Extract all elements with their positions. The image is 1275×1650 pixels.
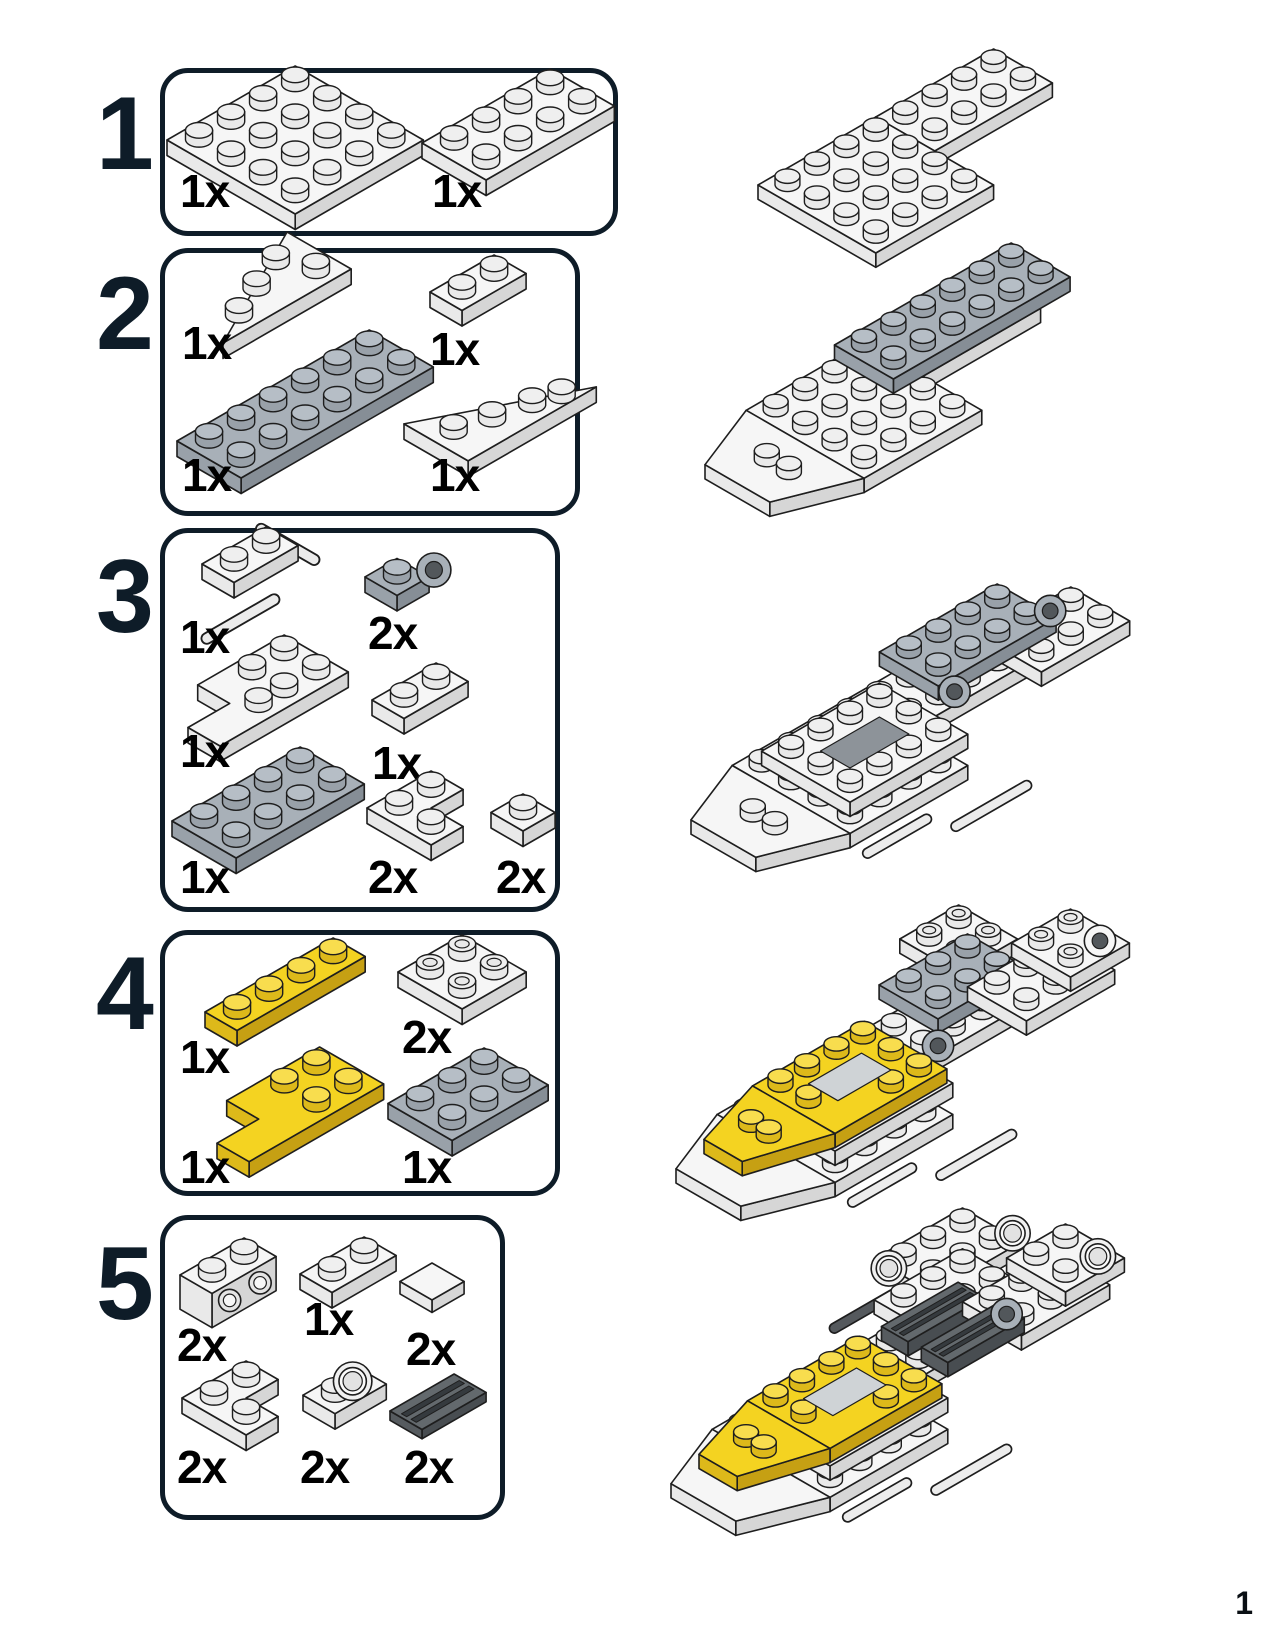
plate-2x4-gray <box>171 745 365 875</box>
plate-1x2-white <box>299 1235 397 1309</box>
quantity-label: 1x <box>402 1141 452 1193</box>
quantity-label: 1x <box>432 165 482 217</box>
quantity-label: 2x <box>404 1441 454 1493</box>
quantity-label: 2x <box>177 1319 227 1371</box>
wedge-plate-4x2-left <box>222 230 352 360</box>
quantity-label: 1x <box>182 449 232 501</box>
quantity-label: 1x <box>180 1031 230 1083</box>
plate-1x4-yellow <box>204 937 366 1047</box>
plate-2x6-gray <box>176 329 434 495</box>
plate-1x2-white <box>429 253 527 327</box>
step-number: 2 <box>96 256 154 372</box>
quantity-label: 1x <box>180 165 230 217</box>
plate-1x1-with-clip-ring <box>364 552 452 612</box>
plate-1x2-with-bar-handles <box>200 523 321 646</box>
assembly-step-2 <box>704 242 1072 518</box>
corner-plate-2x2 <box>366 770 464 862</box>
plate-1x1-white <box>490 792 556 848</box>
grille-tile-1x2-dark <box>389 1372 487 1440</box>
step-number: 4 <box>96 936 154 1052</box>
wedge-plate-4x2-right <box>403 378 597 478</box>
quantity-label: 1x <box>180 1141 230 1193</box>
plate-2x2-hollow-studs <box>397 934 527 1026</box>
quantity-label: 1x <box>430 449 480 501</box>
assembly-step-5 <box>670 1207 1126 1537</box>
step-number: 3 <box>96 539 154 655</box>
corner-plate-2x2 <box>181 1360 279 1452</box>
quantity-label: 1x <box>180 851 230 903</box>
plate-1x1-with-tube <box>302 1361 388 1431</box>
tile-1x1-white <box>399 1262 465 1314</box>
quantity-label: 2x <box>368 607 418 659</box>
quantity-label: 2x <box>368 851 418 903</box>
wedge-plate-cutout-yellow <box>215 1046 385 1178</box>
wedge-plate-cutout-white <box>187 633 349 763</box>
quantity-label: 1x <box>180 725 230 777</box>
quantity-label: 1x <box>180 611 230 663</box>
plate-1x2-white <box>371 661 469 735</box>
assembly-step-4 <box>675 904 1131 1222</box>
quantity-label: 2x <box>300 1441 350 1493</box>
quantity-label: 1x <box>430 323 480 375</box>
page-number: 1 <box>1235 1585 1253 1621</box>
quantity-label: 2x <box>496 851 546 903</box>
quantity-label: 1x <box>304 1293 354 1345</box>
plate-4x4-white <box>166 65 424 231</box>
plate-2x4-white <box>421 67 615 197</box>
quantity-label: 2x <box>402 1011 452 1063</box>
quantity-label: 1x <box>182 317 232 369</box>
step-number: 1 <box>96 76 154 192</box>
brick-1x2-side-studs <box>179 1237 277 1329</box>
quantity-label: 2x <box>406 1323 456 1375</box>
assembly-step-3 <box>689 583 1131 873</box>
plate-2x3-gray <box>387 1047 549 1157</box>
assembly-step-1 <box>756 48 1053 268</box>
quantity-label: 1x <box>372 737 422 789</box>
quantity-label: 2x <box>177 1441 227 1493</box>
step-number: 5 <box>96 1226 154 1342</box>
